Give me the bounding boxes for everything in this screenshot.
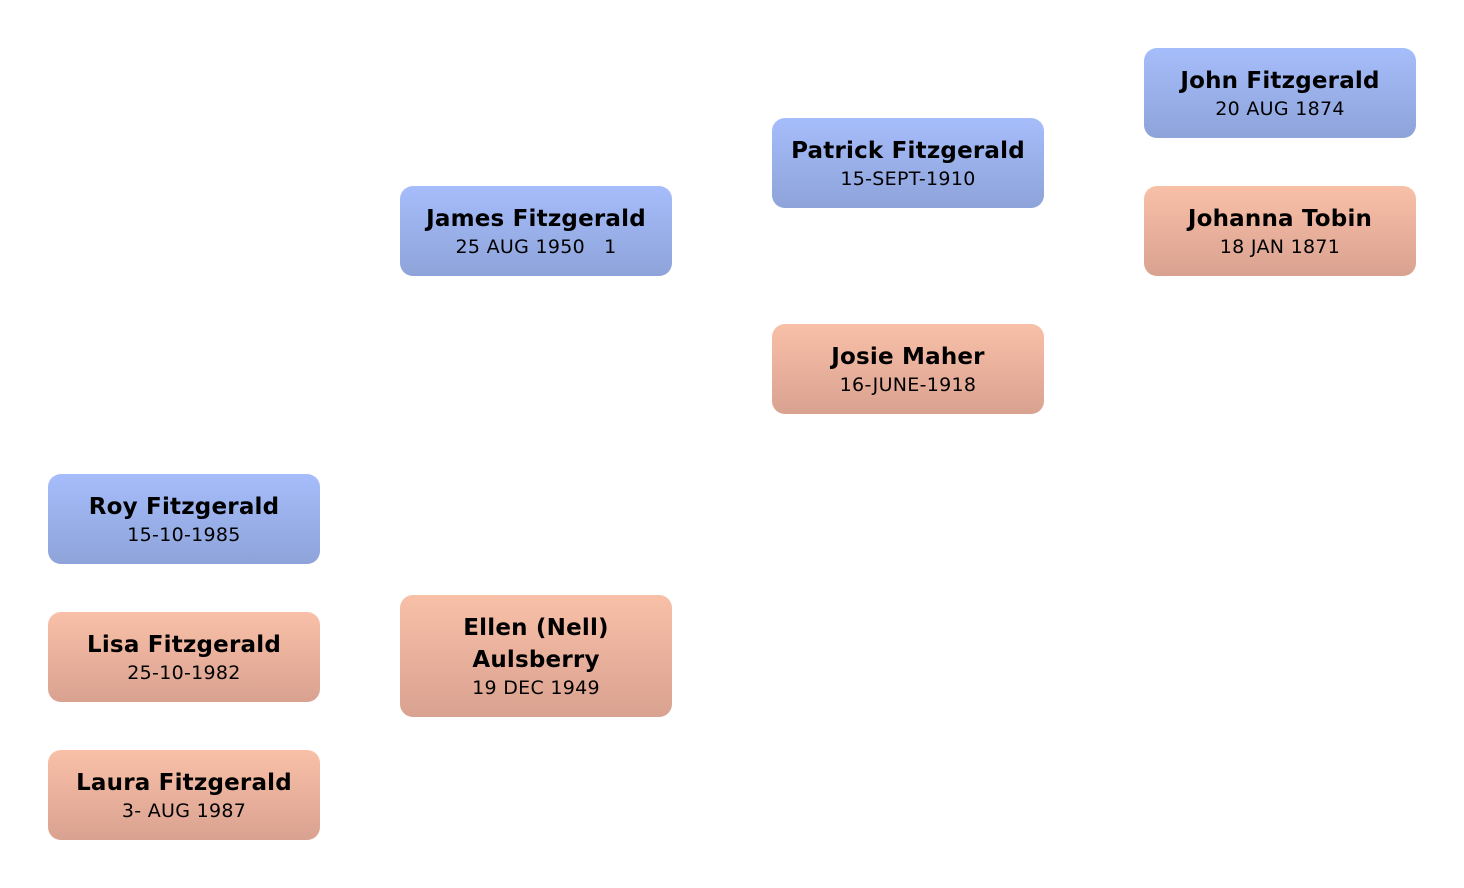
person-birth-date: 20 AUG 1874 — [1215, 98, 1345, 120]
person-name: John Fitzgerald — [1180, 68, 1380, 94]
person-birth-date: 25-10-1982 — [127, 662, 241, 684]
person-birth-date: 15-SEPT-1910 — [840, 168, 976, 190]
person-card-lisa-fitzgerald[interactable]: Lisa Fitzgerald 25-10-1982 — [48, 612, 320, 702]
person-card-roy-fitzgerald[interactable]: Roy Fitzgerald 15-10-1985 — [48, 474, 320, 564]
person-card-john-fitzgerald[interactable]: John Fitzgerald 20 AUG 1874 — [1144, 48, 1416, 138]
person-birth-date: 19 DEC 1949 — [472, 677, 600, 699]
person-card-josie-maher[interactable]: Josie Maher 16-JUNE-1918 — [772, 324, 1044, 414]
person-birth-date: 16-JUNE-1918 — [839, 374, 977, 396]
person-name: Josie Maher — [831, 344, 985, 370]
person-name: Laura Fitzgerald — [76, 770, 292, 796]
person-name: Lisa Fitzgerald — [86, 632, 281, 658]
person-name: Ellen (Nell) Aulsberry — [463, 615, 609, 673]
person-birth-date: 25 AUG 1950 1 — [455, 236, 617, 258]
person-birth-date: 18 JAN 1871 — [1219, 236, 1341, 258]
person-card-ellen-aulsberry[interactable]: Ellen (Nell) Aulsberry 19 DEC 1949 — [400, 595, 672, 717]
person-card-james-fitzgerald[interactable]: James Fitzgerald 25 AUG 1950 1 — [400, 186, 672, 276]
person-birth-date: 15-10-1985 — [127, 524, 241, 546]
person-card-patrick-fitzgerald[interactable]: Patrick Fitzgerald 15-SEPT-1910 — [772, 118, 1044, 208]
person-name: Patrick Fitzgerald — [791, 138, 1025, 164]
person-card-laura-fitzgerald[interactable]: Laura Fitzgerald 3- AUG 1987 — [48, 750, 320, 840]
person-card-johanna-tobin[interactable]: Johanna Tobin 18 JAN 1871 — [1144, 186, 1416, 276]
person-name: Johanna Tobin — [1187, 206, 1373, 232]
person-name: Roy Fitzgerald — [88, 494, 280, 520]
person-birth-date: 3- AUG 1987 — [121, 800, 247, 822]
person-name: James Fitzgerald — [426, 206, 646, 232]
